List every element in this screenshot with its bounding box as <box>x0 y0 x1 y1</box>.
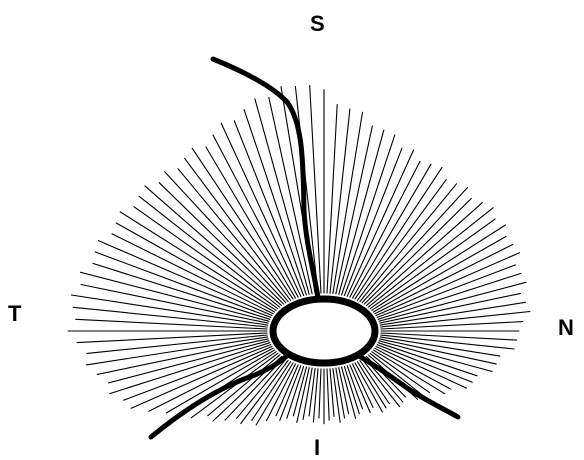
nerve-fiber-line <box>319 369 321 418</box>
nerve-fiber-line <box>139 196 280 307</box>
nasal-label: N <box>558 317 574 339</box>
nerve-fiber-line <box>381 333 517 340</box>
nerve-fiber-line <box>379 282 526 321</box>
nerve-fiber-line <box>358 180 447 301</box>
inferior-label: I <box>314 437 320 459</box>
nerve-fiber-line <box>333 112 363 293</box>
nerve-fiber-line <box>366 203 482 306</box>
nerve-fiber-line <box>166 350 274 413</box>
nerve-fiber-line <box>360 184 457 302</box>
nerve-fiber-line <box>110 343 270 394</box>
nerve-fiber-line <box>255 99 309 294</box>
nerve-fiber-line <box>165 172 286 303</box>
nerve-fiber-line <box>213 135 298 297</box>
nerve-fiber-line <box>124 345 271 401</box>
nerve-fiber-line <box>362 188 467 303</box>
nerve-fiber-line <box>378 343 477 376</box>
nerve-fiber-line <box>81 272 269 321</box>
nerve-fiber-line <box>149 348 273 411</box>
nerve-fiber-line <box>327 369 329 420</box>
nerve-fiber-line <box>378 273 521 319</box>
nerve-fiber-line <box>353 164 432 298</box>
nerve-fiber-line <box>98 241 272 316</box>
nerve-fiber-line <box>145 186 282 306</box>
nerve-fiber-line <box>185 158 291 300</box>
temporal-label: T <box>8 303 21 325</box>
nerve-fiber-line <box>295 87 318 294</box>
superior-label: S <box>310 13 325 35</box>
nerve-fiber-line <box>368 208 493 307</box>
nerve-fiber-line <box>347 150 413 296</box>
nerve-fiber-line <box>159 183 284 304</box>
nerve-fiber-line <box>327 105 337 294</box>
optic-disc <box>273 299 375 363</box>
nerve-fiber-line <box>336 126 373 294</box>
